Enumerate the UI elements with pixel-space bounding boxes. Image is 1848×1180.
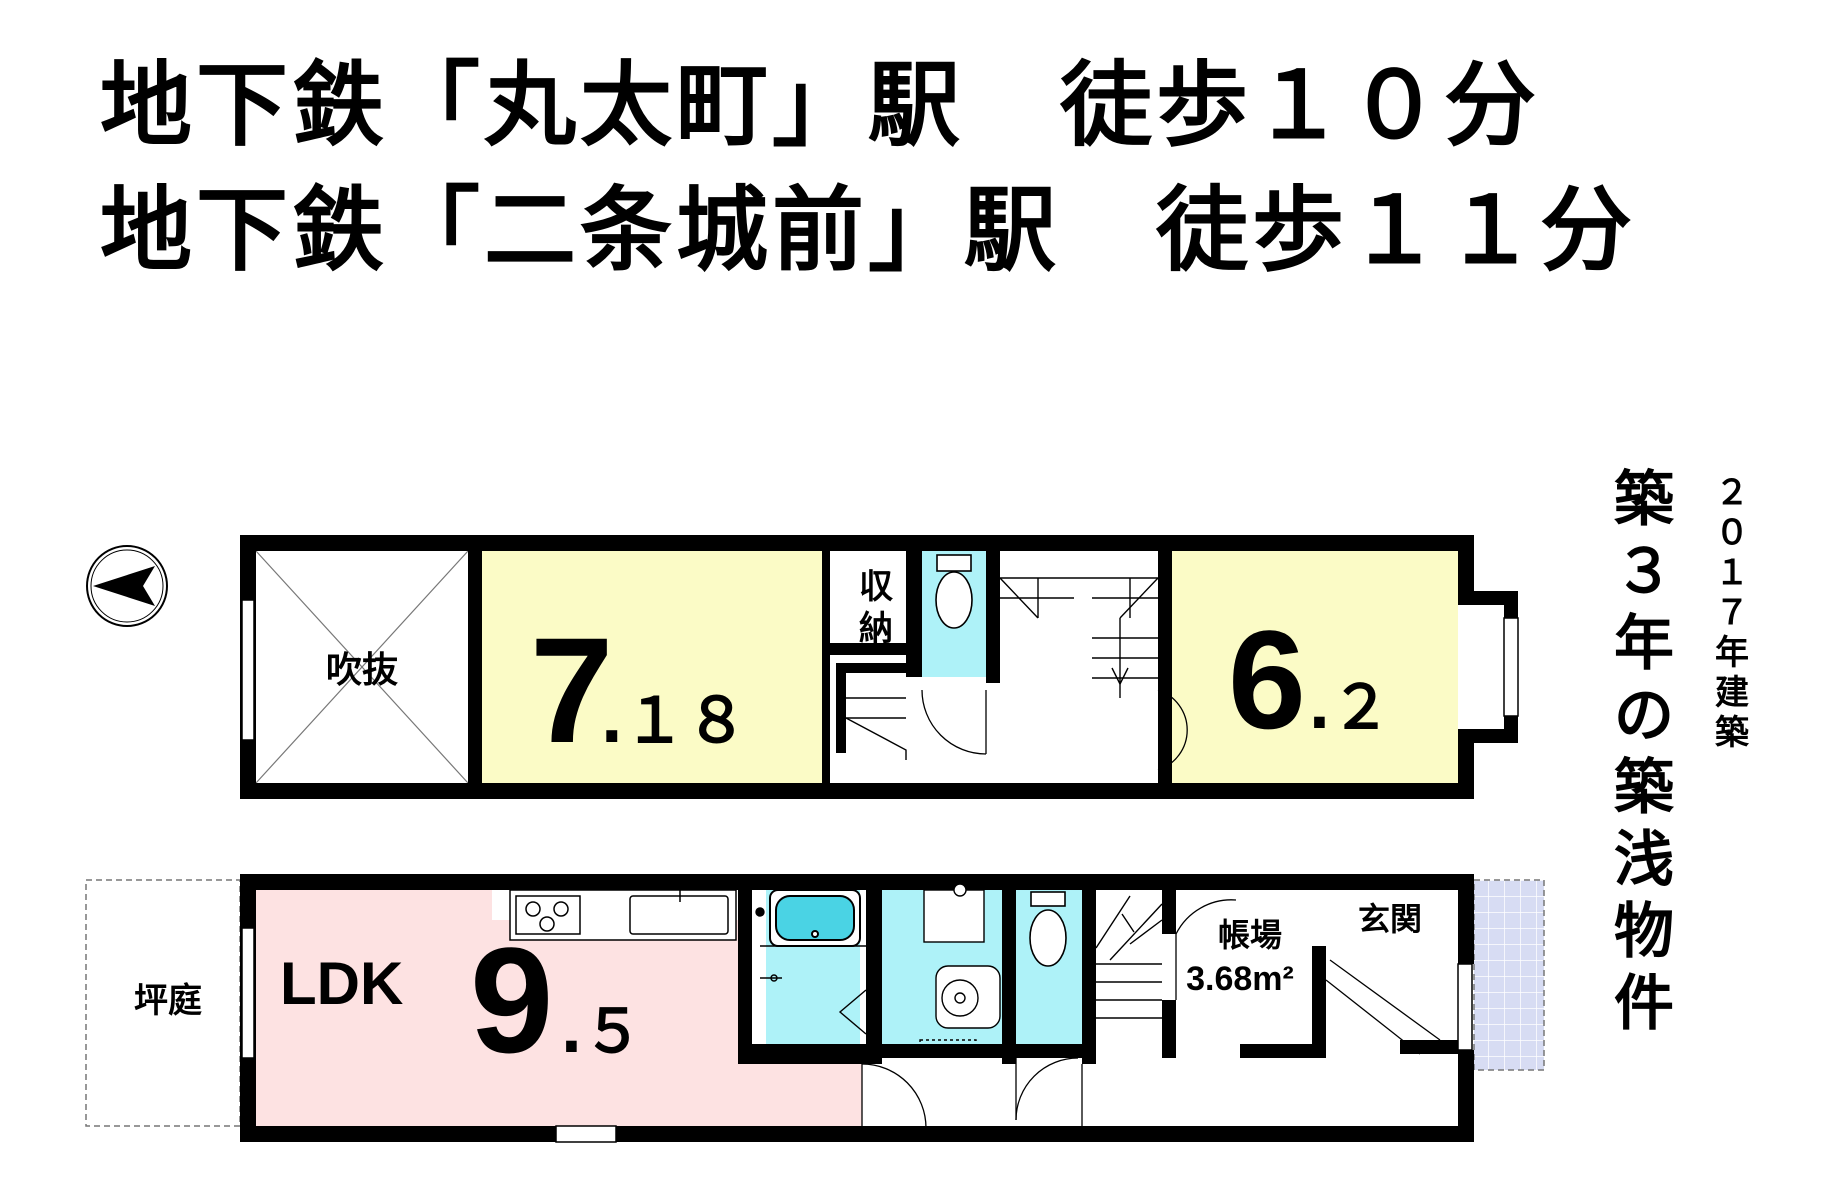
office-area: 3.68m² [1186, 960, 1294, 998]
bathtub-icon [769, 889, 861, 947]
ldk-size-dec: .５ [560, 997, 643, 1067]
stove-burner-icon [553, 901, 569, 917]
headline-line2: 地下鉄「二条城前」駅 徒歩１１分 [100, 177, 1637, 284]
garden-label: 坪庭 [134, 981, 202, 1021]
vertical-char: の [1614, 681, 1674, 751]
vertical-char: 物 [1614, 897, 1674, 967]
room-7-18-fill [482, 551, 822, 783]
storage-label-1: 収 [859, 567, 893, 607]
stove-burner-icon [539, 916, 555, 932]
vertical-char: 年 [1614, 609, 1674, 679]
vertical-char: 築 [1715, 713, 1749, 753]
ldk-size-int: 9 [470, 916, 553, 1084]
entrance-label: 玄関 [1358, 900, 1422, 938]
void-label: 吹抜 [326, 650, 398, 691]
toilet-upper-icon [935, 554, 973, 629]
sink-icon [629, 895, 729, 935]
stove-burner-icon [525, 901, 541, 917]
vertical-char: ３ [1614, 537, 1674, 607]
ldk-label: LDK [280, 950, 403, 1017]
north-arrow-icon [86, 545, 168, 627]
vertical-char: １ [1715, 553, 1749, 593]
room-6-2-fill [1172, 551, 1458, 783]
room1-size-int: 7 [530, 606, 613, 774]
lower-doors [861, 899, 1441, 1129]
upper-doors [921, 689, 1188, 771]
vertical-char: ２ [1715, 473, 1749, 513]
upper-stairs [845, 551, 1159, 783]
room2-size-dec: .２ [1308, 673, 1391, 743]
washroom-fixtures [919, 883, 1001, 1049]
kitchen-counter [509, 889, 737, 941]
toilet-lower-icon [1029, 891, 1067, 967]
upper-windows [241, 599, 1519, 741]
room2-size-int: 6 [1228, 601, 1306, 758]
vertical-char: 築 [1614, 753, 1674, 823]
lower-walls [240, 874, 1474, 1142]
vertical-char: 浅 [1614, 825, 1674, 895]
bath-fixtures [755, 907, 867, 1035]
room1-size-dec: .１８ [600, 684, 748, 757]
office-label: 帳場 [1218, 916, 1282, 954]
lower-windows [241, 927, 1473, 1143]
headline-line1: 地下鉄「丸太町」駅 徒歩１０分 [100, 52, 1541, 159]
vertical-char: 件 [1614, 969, 1674, 1039]
lower-floor: 坪庭 [85, 874, 1545, 1143]
ldk-fill [256, 890, 862, 1126]
vertical-char: ７ [1715, 593, 1749, 633]
lower-stairs [1095, 895, 1163, 1019]
void-cross [255, 550, 469, 784]
vertical-char: 年 [1715, 633, 1749, 673]
upper-floor: 吹抜 7 .１８ 収 納 6 .２ [240, 535, 1519, 799]
vertical-char: 建 [1715, 673, 1749, 713]
storage-label-2: 納 [859, 609, 893, 649]
vertical-char: ０ [1715, 513, 1749, 553]
vertical-char: 築 [1614, 465, 1674, 535]
